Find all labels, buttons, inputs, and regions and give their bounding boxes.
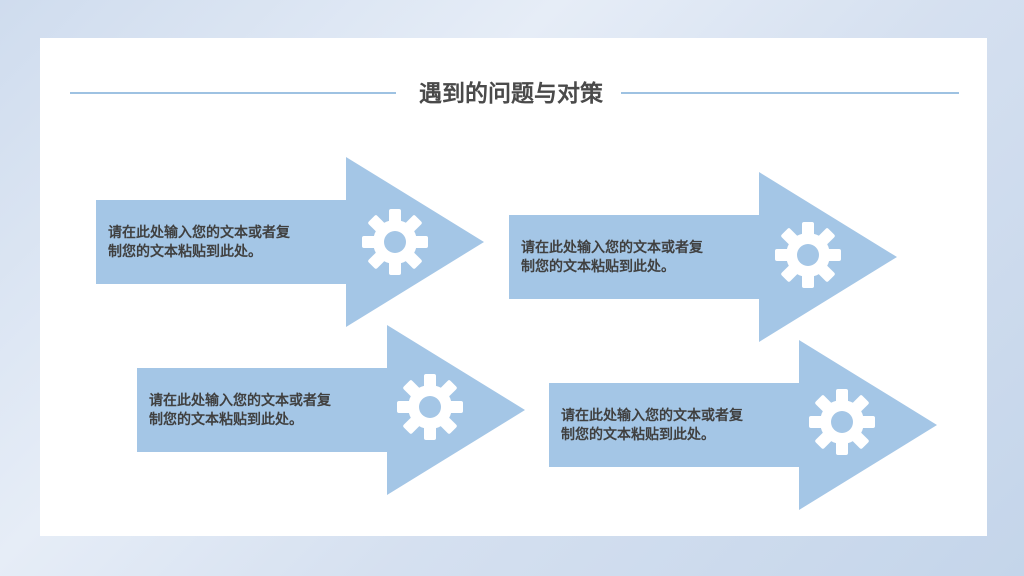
arrow-text-line: 请在此处输入您的文本或者复 — [149, 393, 331, 409]
arrow-shape — [96, 157, 484, 327]
arrow-card-4: 请在此处输入您的文本或者复 制您的文本粘贴到此处。 — [549, 340, 937, 510]
title-divider-left — [70, 92, 396, 94]
arrow-text-line: 请在此处输入您的文本或者复 — [108, 225, 290, 241]
arrow-text-2: 请在此处输入您的文本或者复 制您的文本粘贴到此处。 — [521, 239, 756, 277]
arrow-text-3: 请在此处输入您的文本或者复 制您的文本粘贴到此处。 — [149, 392, 384, 430]
title-divider-right — [621, 92, 959, 94]
gear-icon — [362, 209, 428, 275]
arrow-shape — [509, 172, 897, 342]
arrow-shape — [137, 325, 525, 495]
page-title: 遇到的问题与对策 — [419, 81, 603, 107]
arrow-text-line: 请在此处输入您的文本或者复 — [521, 240, 703, 256]
arrow-card-2: 请在此处输入您的文本或者复 制您的文本粘贴到此处。 — [509, 172, 897, 342]
arrow-text-line: 请在此处输入您的文本或者复 — [561, 408, 743, 424]
arrow-text-4: 请在此处输入您的文本或者复 制您的文本粘贴到此处。 — [561, 407, 796, 445]
arrow-card-1: 请在此处输入您的文本或者复 制您的文本粘贴到此处。 — [96, 157, 484, 327]
gear-icon — [809, 389, 875, 455]
gear-icon — [397, 374, 463, 440]
gear-icon — [775, 222, 841, 288]
arrow-text-line: 制您的文本粘贴到此处。 — [561, 427, 715, 443]
arrow-text-line: 制您的文本粘贴到此处。 — [149, 412, 303, 428]
arrow-text-line: 制您的文本粘贴到此处。 — [108, 244, 262, 260]
arrow-text-line: 制您的文本粘贴到此处。 — [521, 259, 675, 275]
arrow-shape — [549, 340, 937, 510]
arrow-card-3: 请在此处输入您的文本或者复 制您的文本粘贴到此处。 — [137, 325, 525, 495]
arrow-text-1: 请在此处输入您的文本或者复 制您的文本粘贴到此处。 — [108, 224, 343, 262]
